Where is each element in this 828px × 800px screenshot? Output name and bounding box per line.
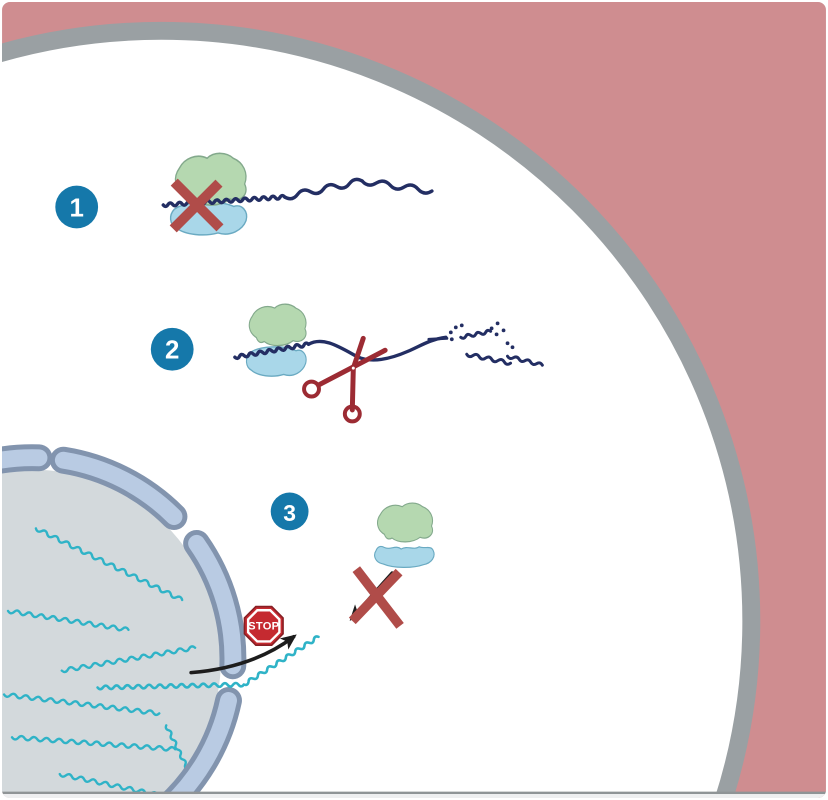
stop-sign-ring: [246, 609, 281, 643]
badge-1-label: 1: [69, 194, 83, 222]
badge-2: 2: [150, 327, 194, 371]
badge-3-label: 3: [283, 500, 296, 526]
mrna-rising: [242, 635, 320, 687]
step-badges: 1 2 3: [55, 185, 309, 531]
scissors-pivot: [351, 366, 355, 370]
scissors-handle: [342, 404, 362, 424]
mrna-strand: [233, 335, 448, 362]
nuclear-envelope: [2, 444, 247, 798]
nucleoplasm: [2, 469, 221, 798]
mrna-hybridized: [233, 341, 311, 361]
rna-squiggle: [6, 609, 130, 632]
bottom-edge-line: [2, 791, 826, 795]
mechanism-2-rna-cleavage: [233, 303, 544, 424]
protein-blob: [376, 502, 434, 543]
mrna-free: [282, 177, 364, 201]
fragment-squiggle: [506, 354, 544, 367]
badge-1: 1: [55, 185, 99, 229]
degraded-rna-fragments: [427, 321, 544, 367]
fragment-squiggle: [465, 352, 513, 366]
envelope-segment-core: [2, 449, 48, 469]
stop-sign: STOP: [243, 605, 284, 646]
mrna-free: [360, 179, 434, 195]
export-arrow: [189, 634, 297, 675]
mrna-hybridized: [161, 193, 287, 209]
badge-3: 3: [270, 492, 309, 531]
oligo-blob: [374, 545, 435, 568]
envelope-segment-core: [164, 692, 237, 798]
rna-squiggle: [164, 724, 192, 776]
x-stroke: [348, 568, 403, 625]
rna-squiggle: [10, 734, 177, 752]
fragment-dash: [427, 336, 449, 341]
x-stroke: [169, 179, 223, 233]
x-mark-icon: [348, 566, 404, 629]
fragment-dots: [448, 321, 515, 350]
bottom-edge-strip: [2, 794, 826, 798]
protein-blob: [248, 303, 307, 347]
mechanism-3-export-block: STOP: [96, 502, 435, 691]
scissors-handle: [302, 379, 321, 399]
mrna-through-pore: [96, 681, 246, 691]
rna-squiggle: [2, 692, 161, 717]
nucleus: [2, 444, 247, 798]
stop-sign-octagon: [243, 605, 284, 646]
rna-squiggle: [34, 527, 184, 602]
envelope-segment-core: [54, 451, 183, 526]
mrna-free: [306, 335, 448, 362]
mrna-strand: [161, 177, 434, 209]
exported-mrna: [96, 635, 320, 691]
stop-sign-label: STOP: [248, 620, 280, 632]
badge-2-label: 2: [165, 337, 179, 365]
mechanism-1-translation-block: [161, 152, 434, 236]
fragment-squiggle: [459, 328, 493, 340]
rna-squiggle: [60, 645, 197, 674]
envelope-segment-core: [188, 534, 242, 675]
x-mark-icon: [169, 178, 224, 233]
scissors-icon: [302, 335, 388, 424]
